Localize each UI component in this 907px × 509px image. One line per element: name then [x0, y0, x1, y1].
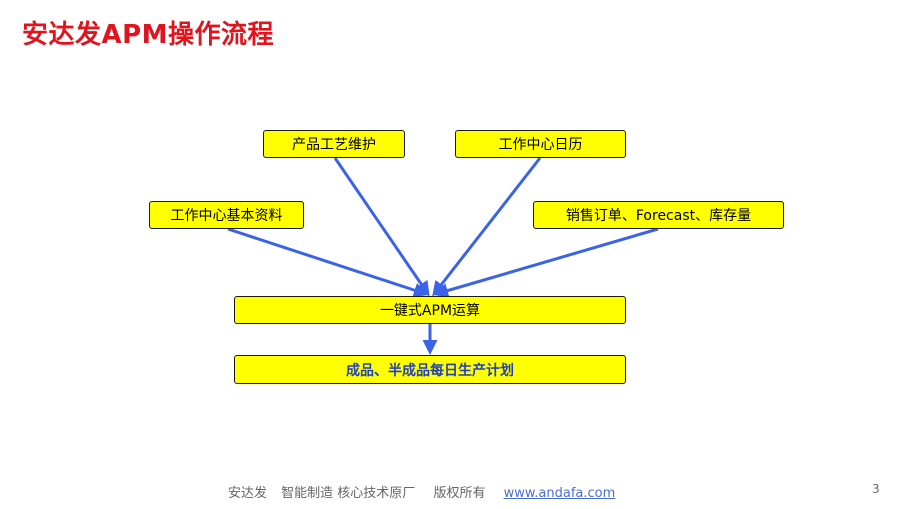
node-apm-process: 一键式APM运算	[234, 296, 626, 324]
footer-slogan: 智能制造 核心技术原厂	[281, 486, 416, 501]
arrow-product-process	[333, 157, 430, 297]
footer: 安达发 智能制造 核心技术原厂 版权所有 www.andafa.com	[228, 482, 615, 501]
node-product-process-label: 产品工艺维护	[292, 137, 376, 153]
node-product-process: 产品工艺维护	[263, 130, 405, 158]
arrow-work-center-master	[227, 227, 429, 298]
footer-website-link[interactable]: www.andafa.com	[503, 486, 616, 501]
node-sales-forecast-inventory: 销售订单、Forecast、库存量	[533, 201, 784, 229]
node-sales-forecast-inventory-label: 销售订单、Forecast、库存量	[565, 208, 752, 224]
node-daily-plan-output-label: 成品、半成品每日生产计划	[346, 362, 514, 379]
node-work-center-calendar: 工作中心日历	[455, 130, 626, 158]
node-apm-process-label: 一键式APM运算	[379, 303, 481, 319]
arrow-sales-forecast	[433, 227, 659, 298]
node-daily-plan-output: 成品、半成品每日生产计划	[234, 355, 626, 384]
footer-company: 安达发	[228, 486, 268, 501]
node-work-center-master: 工作中心基本资料	[149, 201, 304, 229]
page-number: 3	[872, 482, 880, 496]
slide-title: 安达发APM操作流程	[22, 20, 275, 50]
arrow-work-center-calendar	[432, 157, 542, 297]
node-work-center-master-label: 工作中心基本资料	[170, 208, 283, 224]
node-work-center-calendar-label: 工作中心日历	[498, 137, 583, 153]
footer-rights: 版权所有	[433, 486, 486, 501]
